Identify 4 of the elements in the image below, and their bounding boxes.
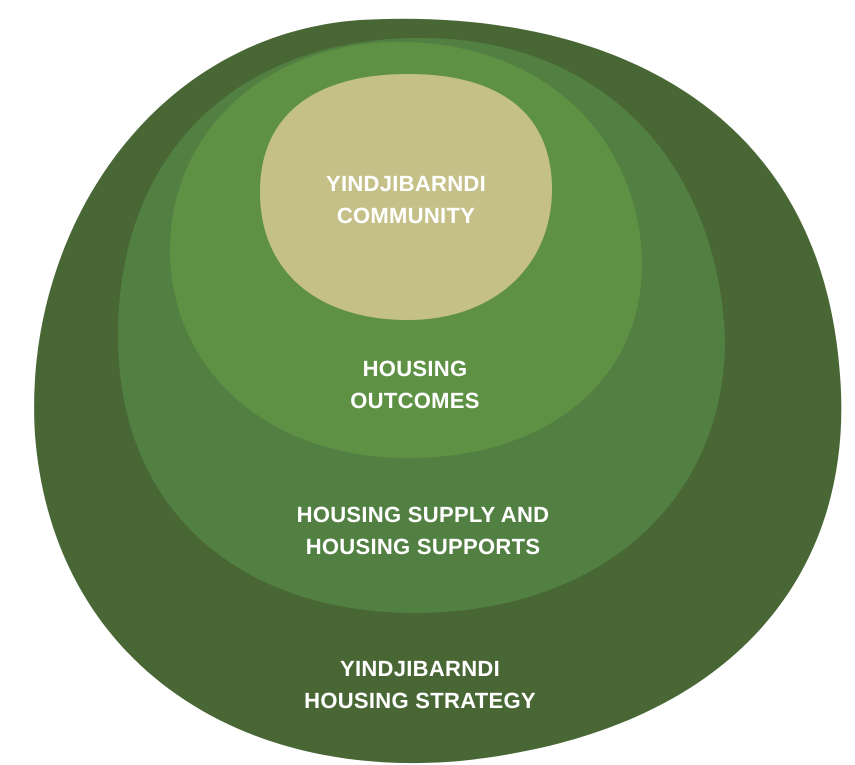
region-label: YINDJIBARNDI HOUSING STRATEGY [303,655,537,715]
region-label: HOUSING OUTCOMES [349,355,481,415]
region-label: HOUSING SUPPLY AND HOUSING SUPPORTS [296,501,550,561]
region-label: YINDJIBARNDI COMMUNITY [324,170,488,230]
